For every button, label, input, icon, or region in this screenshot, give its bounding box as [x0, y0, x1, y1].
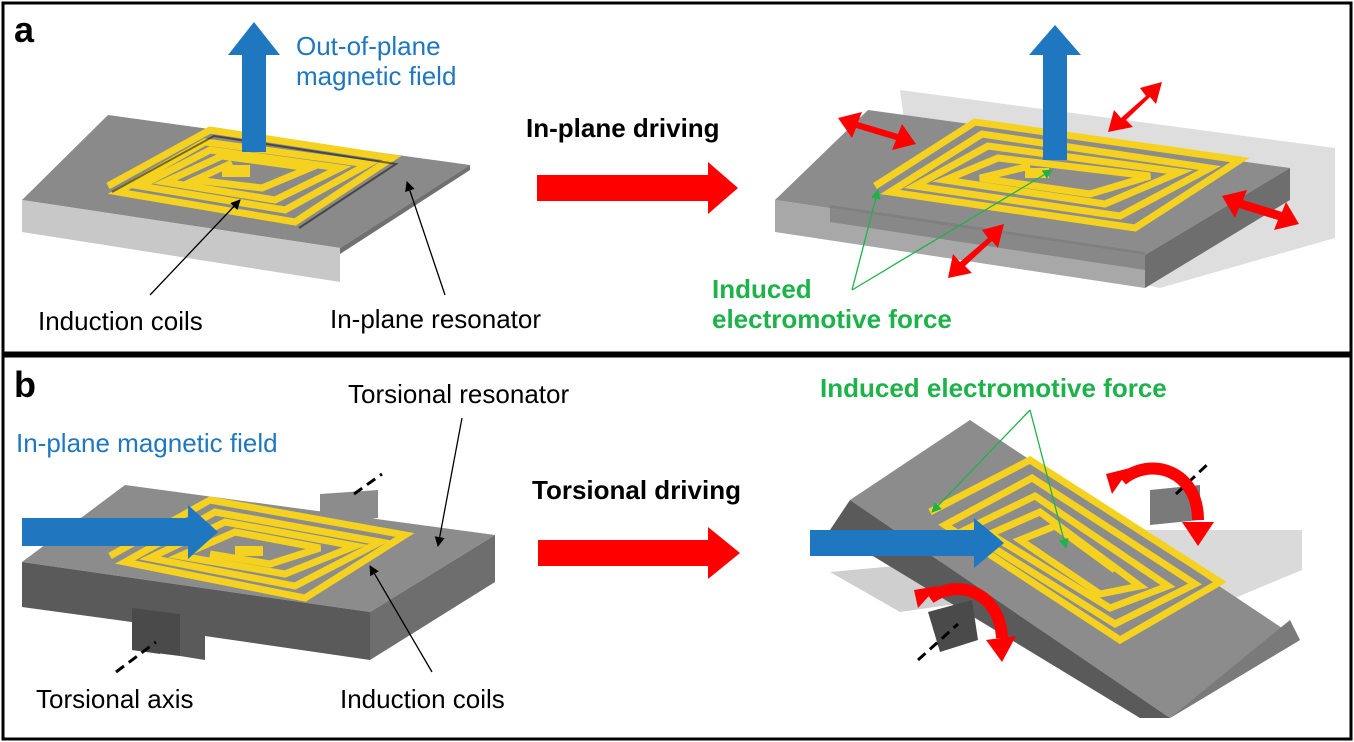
induction-coil-left — [106, 126, 402, 226]
torsional-driving-label: Torsional driving — [532, 475, 741, 505]
torsional-driving-arrow — [538, 527, 740, 579]
induction-coil-b-left — [108, 496, 415, 602]
emf-label-a-line2: electromotive force — [712, 304, 952, 334]
in-plane-field-arrow-left — [22, 505, 218, 559]
emf-pointer-b-2 — [1029, 409, 1069, 549]
in-plane-field-arrow-right — [810, 518, 1004, 568]
resonator-pointer-a — [405, 181, 446, 296]
torsional-axis-dash-left-bottom — [115, 640, 157, 674]
out-of-plane-field-arrow-left — [228, 22, 280, 152]
resonator-pointer-b — [434, 417, 463, 547]
out-of-plane-field-arrow-right — [1029, 25, 1081, 160]
induction-coil-b-right — [928, 455, 1227, 645]
induction-coil-right — [873, 118, 1250, 232]
torsional-axis-dash-right-bottom — [916, 622, 960, 662]
rotation-arrowhead-lower-left — [986, 636, 1016, 662]
coils-pointer-a — [149, 199, 241, 296]
emf-pointer-a-1 — [851, 189, 881, 291]
torsional-resonator-label: Torsional resonator — [348, 379, 569, 409]
panel-b-frame — [1, 354, 1353, 741]
coils-label-a: Induction coils — [38, 306, 203, 336]
emf-pointer-b-1 — [931, 409, 1031, 513]
torsional-axis-dash-right-top — [1174, 460, 1212, 496]
coils-pointer-b — [369, 565, 433, 673]
panel-a-letter: a — [14, 9, 35, 50]
vibration-arrow-bottom-left — [948, 224, 1004, 278]
emf-label-b: Induced electromotive force — [820, 373, 1167, 403]
resonator-label-a: In-plane resonator — [330, 304, 541, 334]
vibration-arrow-bottom-right — [1222, 190, 1299, 230]
field-label-line2: magnetic field — [296, 61, 456, 91]
rotation-arrowhead-upper-right — [1182, 522, 1214, 546]
vibration-arrow-top-left — [838, 112, 916, 150]
in-plane-driving-arrow — [537, 162, 738, 214]
rotation-arrow-lower-left — [926, 583, 1008, 639]
panel-a-frame — [1, 1, 1353, 355]
emf-pointer-a-2 — [851, 169, 1053, 291]
torsional-axis-dash-left-top — [353, 472, 383, 496]
panel-b-letter: b — [14, 364, 36, 405]
field-label-line1: Out-of-plane — [296, 31, 441, 61]
rotation-arrowhead-lower-left-tail — [914, 586, 938, 608]
coils-label-b: Induction coils — [340, 684, 505, 714]
vibration-arrow-top-right — [1108, 82, 1162, 132]
rotation-arrowhead-upper-right-tail — [1106, 468, 1130, 494]
in-plane-resonator-left — [22, 115, 470, 282]
in-plane-field-label: In-plane magnetic field — [16, 428, 278, 458]
emf-label-a-line1: Induced — [712, 274, 812, 304]
torsional-axis-label: Torsional axis — [36, 684, 194, 714]
rotation-arrow-upper-right — [1118, 462, 1204, 521]
in-plane-driving-label: In-plane driving — [526, 113, 720, 143]
